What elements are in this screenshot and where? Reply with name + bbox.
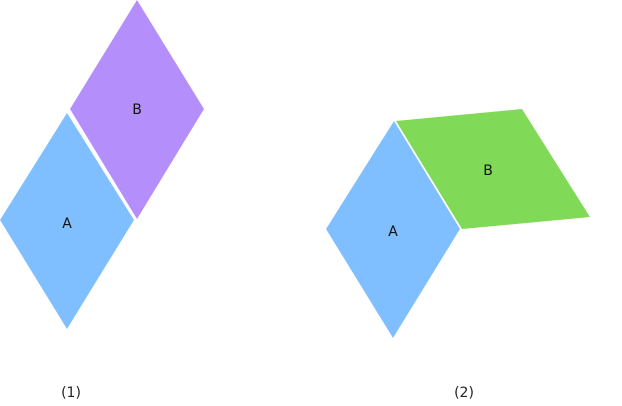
label-b-fig1: B bbox=[132, 102, 142, 118]
figure-1: B A (1) bbox=[0, 0, 204, 401]
rhombus-a-fig1 bbox=[0, 113, 134, 329]
rhombus-b-fig1 bbox=[70, 0, 204, 219]
figure-2: B A (2) bbox=[326, 109, 590, 401]
caption-fig1: (1) bbox=[61, 385, 81, 401]
label-a-fig1: A bbox=[62, 216, 72, 232]
label-b-fig2: B bbox=[483, 163, 493, 179]
caption-fig2: (2) bbox=[454, 385, 474, 401]
parallelogram-b-fig2 bbox=[396, 109, 590, 229]
rhombus-a-fig2 bbox=[326, 121, 460, 338]
label-a-fig2: A bbox=[388, 224, 398, 240]
